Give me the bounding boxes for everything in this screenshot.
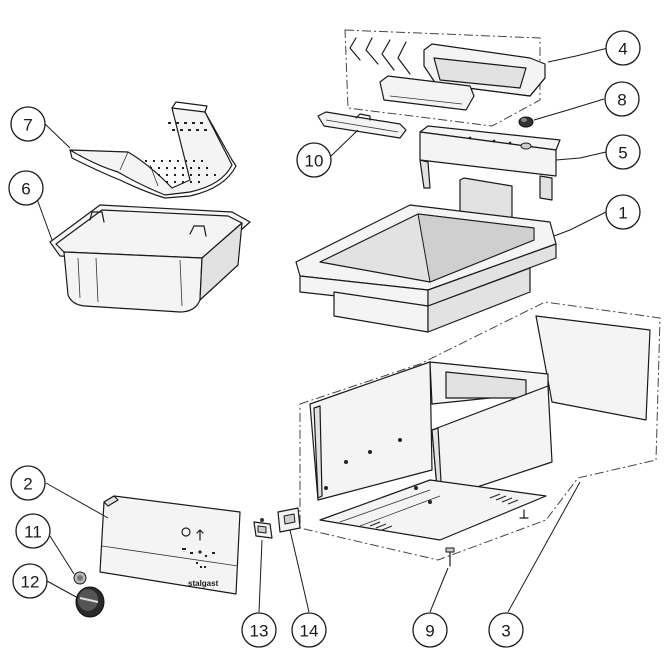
part-14-switch: [277, 507, 301, 533]
callout-9-label: 9: [425, 622, 434, 641]
assembly-frame-top: [344, 29, 541, 127]
callout-11-label: 11: [24, 523, 42, 542]
dial-scale: [182, 548, 215, 568]
part-9-foot: [445, 547, 455, 567]
callout-6-label: 6: [21, 180, 30, 199]
part-6-oil-pan: [49, 204, 251, 313]
housing-vents: [369, 493, 519, 531]
assembly-frame-bottom: [299, 301, 661, 561]
callout-10-label: 10: [305, 152, 324, 171]
callout-6: 6: [8, 170, 44, 206]
callout-3: 3: [488, 612, 524, 648]
housing-screws: [324, 438, 432, 504]
callout-5: 5: [605, 134, 641, 170]
callout-2-label: 2: [23, 475, 32, 494]
callout-12-label: 12: [21, 573, 40, 592]
part-1-tank: [295, 177, 557, 333]
callout-13-label: 13: [250, 622, 269, 641]
callout-2: 2: [10, 465, 46, 501]
part-12-knob: [75, 586, 105, 618]
part-5-bracket: [419, 125, 561, 201]
part-7-basket: [69, 101, 237, 199]
basket-mesh: [145, 122, 216, 183]
callout-14: 14: [291, 612, 327, 648]
callout-1-label: 1: [618, 204, 627, 223]
callout-7: 7: [10, 106, 46, 142]
callout-9: 9: [412, 612, 448, 648]
part-13-thermostat: [253, 518, 273, 539]
callout-4: 4: [605, 30, 641, 66]
part-10-guard-strip: [317, 111, 407, 139]
part-4-heating-element: [349, 37, 546, 111]
callout-3-label: 3: [501, 622, 510, 641]
callout-1: 1: [605, 194, 641, 230]
brand-label: stalgast: [188, 579, 219, 588]
part-8-nut: [518, 116, 534, 128]
callout-5-label: 5: [618, 144, 627, 163]
part-3-housing: [309, 315, 651, 541]
callout-7-label: 7: [23, 116, 32, 135]
callout-11: 11: [15, 513, 51, 549]
part-11-indicator: [73, 571, 87, 585]
callout-12: 12: [12, 563, 48, 599]
part-2-control-panel: stalgast: [99, 495, 241, 595]
callout-10: 10: [296, 142, 332, 178]
callout-14-label: 14: [300, 622, 319, 641]
callout-8-label: 8: [617, 91, 626, 110]
callout-4-label: 4: [618, 40, 627, 59]
callout-8: 8: [604, 81, 640, 117]
callout-13: 13: [241, 612, 277, 648]
